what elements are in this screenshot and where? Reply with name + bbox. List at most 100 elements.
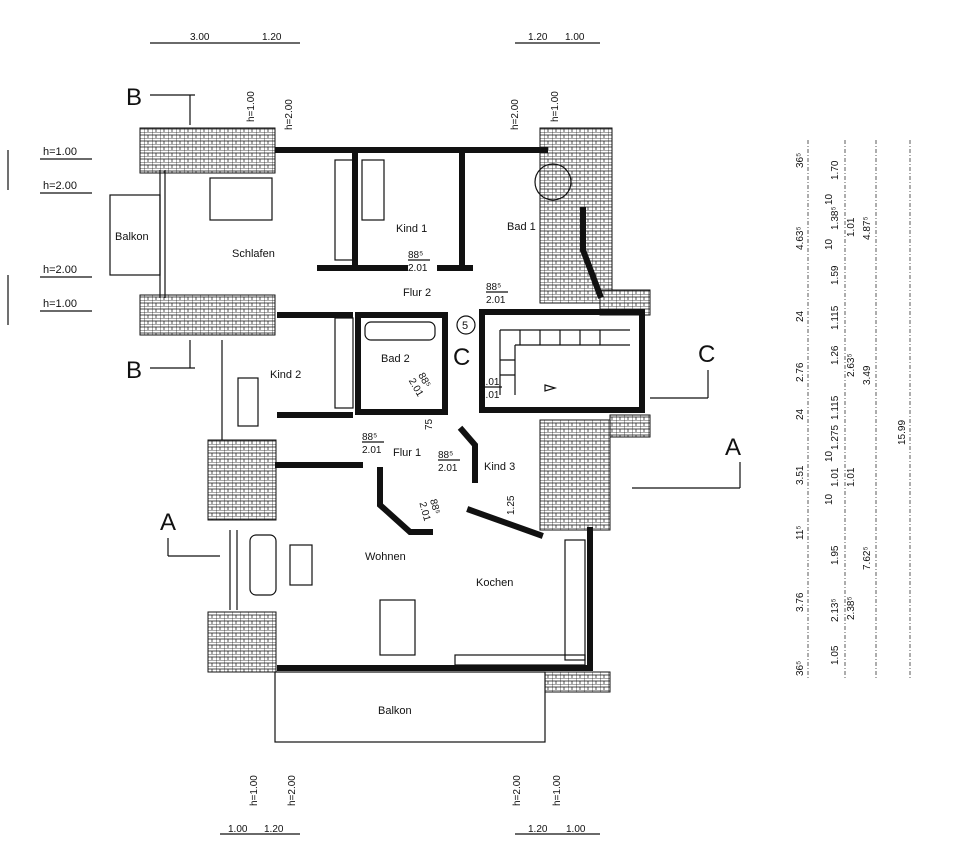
- door-width: 88⁵: [486, 282, 501, 293]
- door-height: 2.01: [408, 263, 428, 274]
- balcony-bottom: [274, 671, 546, 743]
- door-width: 88⁵: [408, 250, 423, 261]
- dim-text: 1.01: [846, 217, 857, 237]
- dim-text: 1.26: [830, 345, 841, 365]
- room-label-bad1: Bad 1: [507, 221, 536, 233]
- dim-text: 2.76: [795, 362, 806, 382]
- room-labels: Balkon Schlafen Kind 1 Bad 1 Flur 2 Bad …: [115, 221, 536, 717]
- dim-text: 1.115: [830, 305, 841, 330]
- walls: [159, 147, 645, 671]
- bottom-dimensions: 1.00 1.20 1.20 1.00 h=1.00 h=2.00 h=2.00…: [220, 775, 600, 835]
- dim-text: 15.99: [897, 420, 908, 445]
- wardrobe: [334, 159, 354, 261]
- window-height: h=2.00: [284, 99, 295, 130]
- room-label-schlafen: Schlafen: [232, 248, 275, 260]
- dim-text: 1.20: [528, 32, 548, 43]
- wardrobe: [334, 317, 354, 409]
- dim-text: 1.38⁵: [830, 206, 841, 230]
- window-height: h=2.00: [512, 775, 523, 806]
- dim-text: 10: [824, 238, 835, 250]
- room-label-kochen: Kochen: [476, 577, 513, 589]
- window-height: h=1.00: [43, 298, 77, 310]
- section-markers: B B C C A A: [126, 84, 741, 557]
- room-label-wohnen: Wohnen: [365, 551, 406, 563]
- door-width: 88⁵: [362, 432, 377, 443]
- dim-text: 3.00: [190, 32, 210, 43]
- dim-text: 3.49: [862, 365, 873, 385]
- section-b-bottom: B: [126, 357, 142, 384]
- dim-text: 24: [795, 408, 806, 420]
- left-window-heights: h=1.00 h=2.00 h=2.00 h=1.00: [7, 146, 92, 325]
- section-c-left: C: [453, 344, 470, 371]
- window-height: h=1.00: [246, 91, 257, 122]
- right-dimensions: 36⁵ 4.63⁵ 24 2.76 24 3.51 11⁵ 3.76 36⁵ 1…: [795, 140, 911, 680]
- room-label-balkon-left: Balkon: [115, 231, 149, 243]
- door-height: 2.01: [480, 390, 500, 401]
- dim-text: 1.01: [830, 467, 841, 487]
- dim-text: 10: [824, 493, 835, 505]
- dim-text: 10: [824, 193, 835, 205]
- dim-text: 11⁵: [795, 525, 806, 540]
- sofa: [249, 534, 277, 596]
- door-height: 2.01: [362, 445, 382, 456]
- window-height: h=2.00: [510, 99, 521, 130]
- room-label-bad2: Bad 2: [381, 353, 410, 365]
- dim-text: 36⁵: [795, 661, 806, 676]
- door-height: 2.01: [416, 501, 432, 523]
- dim-text: 1.70: [830, 160, 841, 180]
- dim-text: 2.13⁵: [830, 598, 841, 622]
- room-label-kind1: Kind 1: [396, 223, 427, 235]
- flur-width: 75: [424, 418, 435, 430]
- door-width: 88⁵: [427, 498, 442, 516]
- window-height: h=1.00: [249, 775, 260, 806]
- room-label-flur1: Flur 1: [393, 447, 421, 459]
- door-height: 2.01: [438, 463, 458, 474]
- dim-text: 1.20: [262, 32, 282, 43]
- door-width: 1.01: [480, 377, 500, 388]
- dim-text: 1.20: [528, 824, 548, 835]
- roof-tiles: [139, 127, 651, 693]
- window-height: h=1.00: [43, 146, 77, 158]
- coffee-table: [289, 544, 313, 586]
- bed: [209, 177, 273, 221]
- section-a-left: A: [160, 509, 176, 536]
- window-height: h=2.00: [287, 775, 298, 806]
- dim-text: 2.63⁵: [846, 353, 857, 377]
- dim-text: 1.115: [830, 395, 841, 420]
- bed: [361, 159, 385, 221]
- room-label-flur2: Flur 2: [403, 287, 431, 299]
- apartment-number-circle: [456, 315, 476, 335]
- dim-text: 2.38⁵: [846, 596, 857, 620]
- dim-text: 1.95: [830, 545, 841, 565]
- dim-text: 1.05: [830, 645, 841, 665]
- dim-text: 4.87⁵: [862, 216, 873, 240]
- room-label-kind3: Kind 3: [484, 461, 515, 473]
- dim-text: 36⁵: [795, 153, 806, 168]
- dim-text: 1.01: [846, 467, 857, 487]
- room-label-balkon-bottom: Balkon: [378, 705, 412, 717]
- section-a-right: A: [725, 434, 741, 461]
- section-b-top: B: [126, 84, 142, 111]
- dim-text: 24: [795, 310, 806, 322]
- dim-text: 3.51: [795, 465, 806, 485]
- dim-text: 1.59: [830, 265, 841, 285]
- apartment-number: 5: [462, 320, 468, 332]
- top-dimensions: 3.00 1.20 1.20 1.00 h=1.00 h=2.00 h=2.00…: [150, 32, 600, 130]
- dim-text: 1.20: [264, 824, 284, 835]
- dim-text: 1.00: [566, 824, 586, 835]
- dim-text: 3.76: [795, 592, 806, 612]
- door-width: 88⁵: [438, 450, 453, 461]
- dining-table: [379, 599, 416, 656]
- dim-text: 10: [824, 450, 835, 462]
- furniture: [209, 159, 586, 666]
- window-height: h=2.00: [43, 180, 77, 192]
- window-height: h=1.00: [550, 91, 561, 122]
- room-label-kind2: Kind 2: [270, 369, 301, 381]
- window-height: h=2.00: [43, 264, 77, 276]
- dim-text: 7.62⁵: [862, 546, 873, 570]
- shower: [534, 163, 572, 201]
- staircase: [499, 329, 630, 395]
- desk: [237, 377, 259, 427]
